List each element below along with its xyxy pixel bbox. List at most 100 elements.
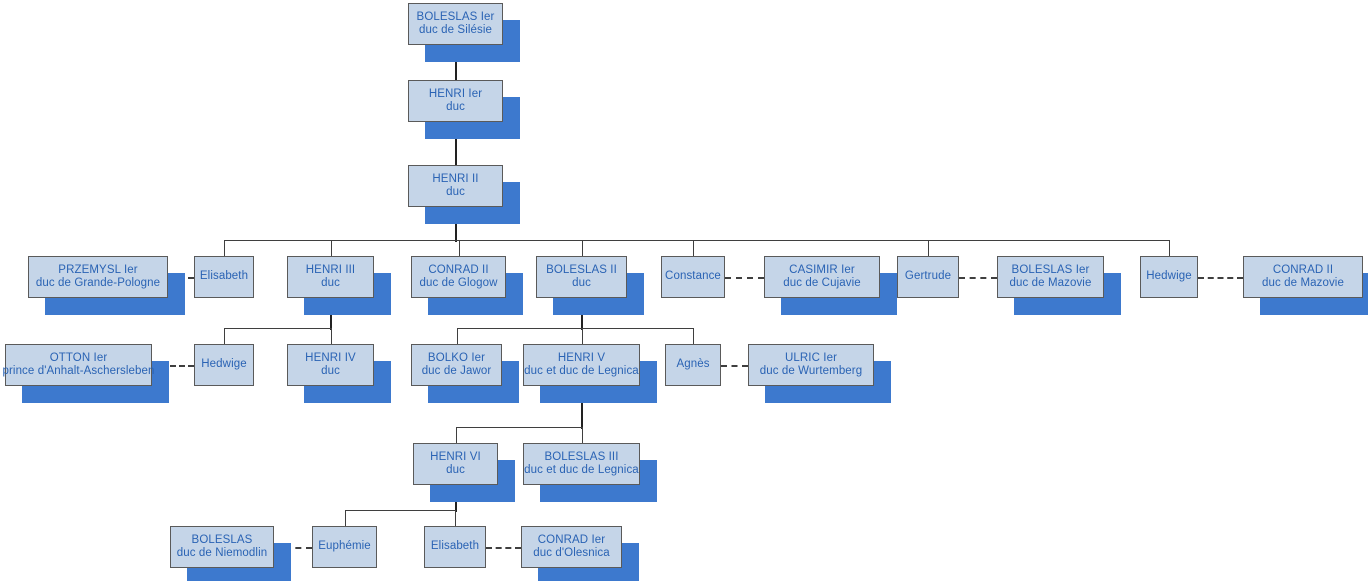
descent-line-to-child [456,427,457,443]
descent-bus-horizontal [224,328,331,329]
descent-line-to-child [224,328,225,344]
descent-line-to-child [455,510,456,526]
person-name: Constance [665,270,721,283]
person-title: duc et duc de Legnica [524,464,639,476]
person-node-hedwige2[interactable]: Hedwige [1140,256,1198,298]
descent-line-to-child [693,328,694,344]
person-name: Gertrude [904,270,952,283]
person-name: HENRI V [557,351,606,364]
person-name: BOLESLAS Ier [1011,263,1090,276]
marriage-link-constance-casimir1 [725,277,764,279]
person-title: duc [321,365,340,377]
person-title: duc de Glogow [419,277,498,289]
person-name: CASIMIR Ier [789,263,855,276]
person-name: BOLESLAS [191,533,253,546]
person-title: duc [446,101,465,113]
marriage-link-agnes-ulric1 [721,365,748,367]
marriage-link-boleslasnie-euphemie [274,547,312,549]
person-name: HENRI II [432,172,479,185]
descent-line-to-child [693,240,694,256]
descent-line-to-child [1169,240,1170,256]
descent-bus-horizontal [224,240,1169,241]
descent-bus-horizontal [456,427,582,428]
descent-line-to-child [582,240,583,256]
person-title: duc de Cujavie [783,277,861,289]
descent-line-to-child [224,240,225,256]
descent-line-to-child [582,328,583,344]
descent-bus-horizontal [345,510,456,511]
person-name: OTTON Ier [49,351,108,364]
descent-line-vertical [455,45,457,80]
person-name: HENRI IV [305,351,356,364]
person-name: Euphémie [318,540,371,553]
descent-line-to-child [457,328,458,344]
person-name: Agnès [676,358,710,371]
person-name: Elisabeth [430,540,480,553]
person-title: duc de Mazovie [1009,277,1092,289]
descent-line-to-child [459,240,460,256]
person-node-hedwige1[interactable]: Hedwige [194,344,254,386]
descent-line-vertical [581,386,583,429]
person-title: duc de Niemodlin [176,547,268,559]
descent-bus-horizontal [457,328,693,329]
marriage-link-gertrude-boleslas1mz [959,277,997,279]
person-name: HENRI Ier [428,87,483,100]
person-title: duc de Grande-Pologne [35,277,161,289]
person-title: duc de Silésie [419,24,492,36]
person-title: duc d'Olesnica [533,547,610,559]
person-name: Elisabeth [199,270,249,283]
person-name: Hedwige [201,358,247,371]
person-name: BOLKO Ier [427,351,486,364]
person-title: duc [446,464,465,476]
person-name: CONRAD II [428,263,489,276]
person-title: duc de Mazovie [1262,277,1344,289]
person-node-constance[interactable]: Constance [661,256,725,298]
descent-line-vertical [455,122,457,165]
person-title: duc de Wurtemberg [759,365,863,377]
person-name: PRZEMYSL Ier [58,263,138,276]
person-title: duc [446,186,465,198]
person-name: HENRI VI [430,450,481,463]
person-node-agnes[interactable]: Agnès [665,344,721,386]
person-node-elisabeth1[interactable]: Elisabeth [194,256,254,298]
person-name: CONRAD II [1272,263,1334,276]
person-title: duc de Jawor [421,365,492,377]
person-node-euphemie[interactable]: Euphémie [312,526,377,568]
person-name: HENRI III [305,263,356,276]
person-title: duc [321,277,340,289]
marriage-link-otton1-hedwige1 [152,365,194,367]
descent-line-to-child [331,328,332,344]
marriage-link-elisabeth2-conrad1ol [486,547,521,549]
person-name: BOLESLAS Ier [416,10,495,23]
person-name: BOLESLAS III [544,450,619,463]
descent-line-to-child [331,240,332,256]
person-node-elisabeth2[interactable]: Elisabeth [424,526,486,568]
descent-line-to-child [345,510,346,526]
person-title: duc [572,277,591,289]
descent-line-to-child [928,240,929,256]
person-node-gertrude[interactable]: Gertrude [897,256,959,298]
descent-line-vertical [455,207,457,242]
person-name: Hedwige [1146,270,1192,283]
person-name: ULRIC Ier [784,351,838,364]
